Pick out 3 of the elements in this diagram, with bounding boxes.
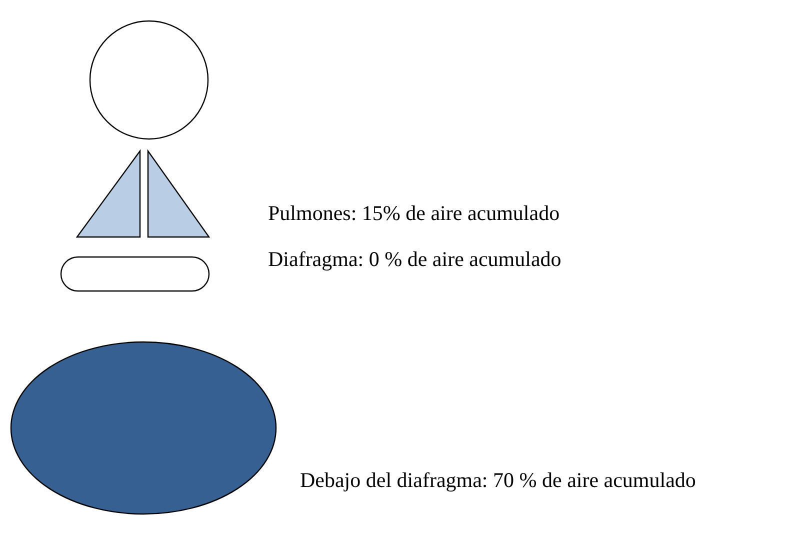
annotation-text: Debajo del diafragma: 70 % de aire acumulado: [299, 467, 697, 494]
annotation-text: Pulmones: 15% de aire acumulado: [268, 200, 561, 227]
annotation-text: Diafragma: 0 % de aire acumulado: [268, 246, 562, 273]
